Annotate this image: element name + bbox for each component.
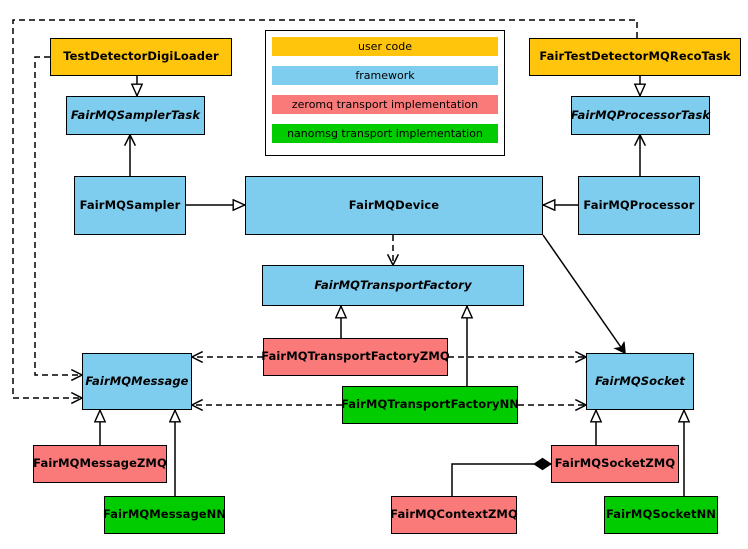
class-node-fairmqtransportfactoryzmq[interactable]: FairMQTransportFactoryZMQ	[261, 338, 450, 376]
edge-device-socket	[542, 234, 625, 353]
class-label: FairMQSampler	[79, 197, 181, 212]
class-label: FairMQDevice	[348, 197, 440, 212]
class-node-testdetectordigiloader[interactable]: TestDetectorDigiLoader	[50, 38, 232, 76]
class-node-fairmqmessage[interactable]: FairMQMessage	[82, 353, 192, 410]
legend-item-nanomsg: nanomsg transport implementation	[272, 124, 498, 143]
class-node-fairmqtransportfactorynn[interactable]: FairMQTransportFactoryNN	[340, 386, 520, 424]
legend-label-user-code: user code	[357, 40, 413, 53]
class-node-fairmqsocket[interactable]: FairMQSocket	[586, 353, 694, 410]
class-label: FairMQTransportFactoryNN	[340, 397, 520, 412]
class-node-fairmqdevice[interactable]: FairMQDevice	[245, 176, 543, 235]
class-label: FairTestDetectorMQRecoTask	[539, 49, 731, 64]
legend-item-framework: framework	[272, 66, 498, 85]
class-label: FairMQSocketNN	[605, 507, 717, 522]
class-label: FairMQSocket	[595, 373, 685, 388]
class-label: FairMQProcessor	[583, 197, 695, 212]
class-label: TestDetectorDigiLoader	[63, 49, 219, 64]
class-node-fairmqprocessor[interactable]: FairMQProcessor	[578, 176, 700, 235]
class-node-fairmqtransportfactory[interactable]: FairMQTransportFactory	[262, 265, 524, 306]
class-node-fairmqsampler[interactable]: FairMQSampler	[74, 176, 186, 235]
class-label: FairMQTransportFactory	[314, 277, 472, 292]
class-label: FairMQMessageNN	[102, 507, 227, 522]
edge-contextzmq-socketzmq	[451, 457, 552, 496]
class-label: FairMQMessageZMQ	[33, 456, 167, 471]
class-node-fairmqsamplertask[interactable]: FairMQSamplerTask	[66, 96, 205, 135]
class-node-fairtestdetectormqrecotask[interactable]: FairTestDetectorMQRecoTask	[529, 38, 741, 76]
class-node-fairmqmessagezmq[interactable]: FairMQMessageZMQ	[33, 445, 167, 483]
class-label: FairMQMessage	[85, 373, 189, 388]
legend-label-nanomsg: nanomsg transport implementation	[287, 127, 483, 140]
legend-label-zeromq: zeromq transport implementation	[291, 98, 479, 111]
class-node-fairmqprocessortask[interactable]: FairMQProcessorTask	[571, 96, 710, 135]
class-label: FairMQSamplerTask	[70, 107, 201, 122]
legend-item-zeromq: zeromq transport implementation	[272, 95, 498, 114]
class-label: FairMQProcessorTask	[570, 107, 711, 122]
class-label: FairMQContextZMQ	[390, 507, 518, 522]
class-node-fairmqsocketnn[interactable]: FairMQSocketNN	[604, 496, 718, 534]
class-node-fairmqmessagenn[interactable]: FairMQMessageNN	[102, 496, 227, 534]
legend-item-user-code: user code	[272, 37, 498, 56]
legend-label-framework: framework	[355, 69, 415, 82]
class-label: FairMQTransportFactoryZMQ	[261, 349, 450, 364]
class-label: FairMQSocketZMQ	[554, 456, 676, 471]
class-node-fairmqsocketzmq[interactable]: FairMQSocketZMQ	[551, 445, 679, 483]
class-node-fairmqcontextzmq[interactable]: FairMQContextZMQ	[390, 496, 518, 534]
